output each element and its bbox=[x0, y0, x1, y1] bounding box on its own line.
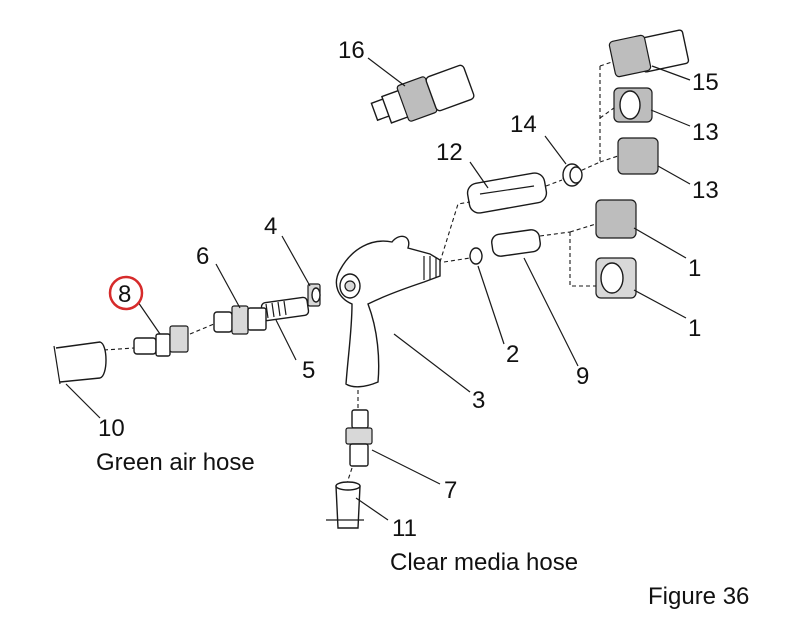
part-7-barb bbox=[345, 409, 373, 467]
callout-7: 7 bbox=[444, 477, 457, 504]
callout-4: 4 bbox=[264, 213, 277, 240]
part-13-nut-upper bbox=[613, 87, 653, 123]
callout-5: 5 bbox=[302, 357, 315, 384]
callout-15: 15 bbox=[692, 69, 719, 96]
label-green-air-hose: Green air hose bbox=[96, 449, 255, 476]
part-6-hex-fitting bbox=[213, 305, 267, 335]
callout-6: 6 bbox=[196, 243, 209, 270]
highlight-circle bbox=[108, 275, 144, 311]
callout-1-upper: 1 bbox=[688, 255, 701, 282]
part-15-nut bbox=[608, 29, 690, 78]
part-14-ring bbox=[562, 163, 583, 187]
part-2-oring bbox=[469, 247, 483, 265]
part-12-tube bbox=[466, 172, 548, 214]
callout-1-lower: 1 bbox=[688, 315, 701, 342]
callout-2: 2 bbox=[506, 341, 519, 368]
part-5-fitting bbox=[260, 296, 310, 322]
part-13-nut-lower bbox=[617, 137, 659, 175]
part-3-gun-body bbox=[335, 235, 441, 388]
part-16-nozzle bbox=[370, 64, 475, 124]
label-clear-media-hose: Clear media hose bbox=[390, 549, 578, 576]
part-11-media-hose bbox=[326, 481, 364, 529]
part-4-nut bbox=[307, 283, 321, 307]
callout-14: 14 bbox=[510, 111, 537, 138]
callout-13-lower: 13 bbox=[692, 177, 719, 204]
part-8-coupler bbox=[133, 325, 189, 357]
part-9-tube bbox=[491, 229, 541, 257]
part-1-nut-upper bbox=[595, 199, 637, 239]
callout-8: 8 bbox=[118, 281, 131, 308]
part-10-air-hose bbox=[53, 341, 107, 385]
part-1-nut-lower bbox=[595, 257, 637, 299]
callout-13-upper: 13 bbox=[692, 119, 719, 146]
callout-12: 12 bbox=[436, 139, 463, 166]
callout-9: 9 bbox=[576, 363, 589, 390]
callout-11: 11 bbox=[392, 515, 417, 542]
callout-10: 10 bbox=[98, 415, 125, 442]
callout-16: 16 bbox=[338, 37, 365, 64]
callout-3: 3 bbox=[472, 387, 485, 414]
figure-caption: Figure 36 bbox=[648, 583, 749, 610]
